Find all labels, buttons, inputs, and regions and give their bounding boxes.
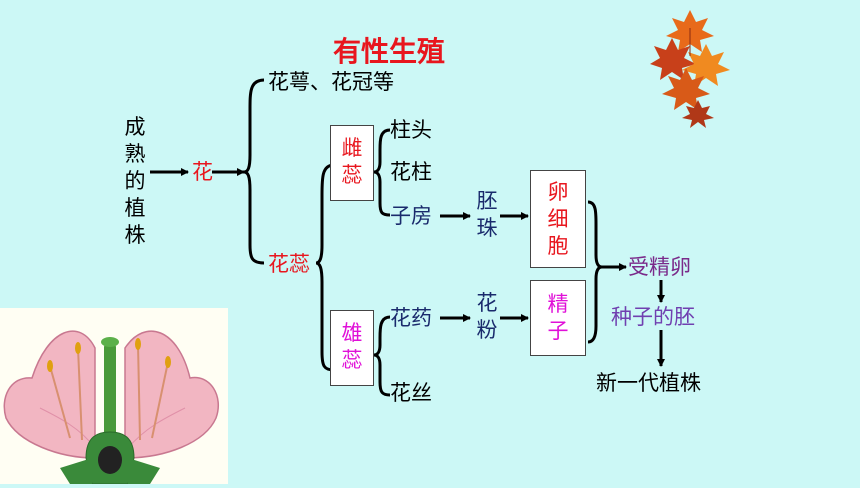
node-sepals-petals: 花萼、花冠等 [268,70,394,94]
flower-cross-section-icon [0,308,228,485]
brace-flower [243,78,265,265]
node-pistil: 雌蕊 [341,136,363,187]
node-stamen-pistil: 花蕊 [268,252,310,276]
node-new-plant: 新一代植株 [596,371,701,395]
node-ovary: 子房 [390,204,432,228]
brace-fertilization [587,200,603,344]
node-sperm: 精子 [547,292,569,343]
node-pollen: 花粉 [476,291,498,342]
node-ovule: 胚珠 [476,189,498,240]
box-stamen: 雄蕊 [330,310,374,386]
node-mature-plant: 成熟的植株 [124,115,146,247]
brace-pistil [373,128,391,217]
node-seed-embryo: 种子的胚 [611,305,695,329]
node-style: 花柱 [390,160,432,184]
node-filament: 花丝 [390,381,432,405]
box-egg-cell: 卵细胞 [530,170,586,268]
box-pistil: 雌蕊 [330,125,374,201]
box-sperm: 精子 [530,280,586,356]
brace-stamen-pistil [315,163,335,372]
brace-stamen [373,315,391,397]
node-stamen: 雄蕊 [341,321,363,372]
node-flower: 花 [192,160,213,184]
maple-leaves-icon [650,8,730,134]
node-anther: 花药 [390,306,432,330]
node-stigma: 柱头 [390,118,432,142]
page-title: 有性生殖 [333,35,446,68]
node-egg-cell: 卵细胞 [547,180,569,258]
node-fertilized-egg: 受精卵 [628,255,691,279]
